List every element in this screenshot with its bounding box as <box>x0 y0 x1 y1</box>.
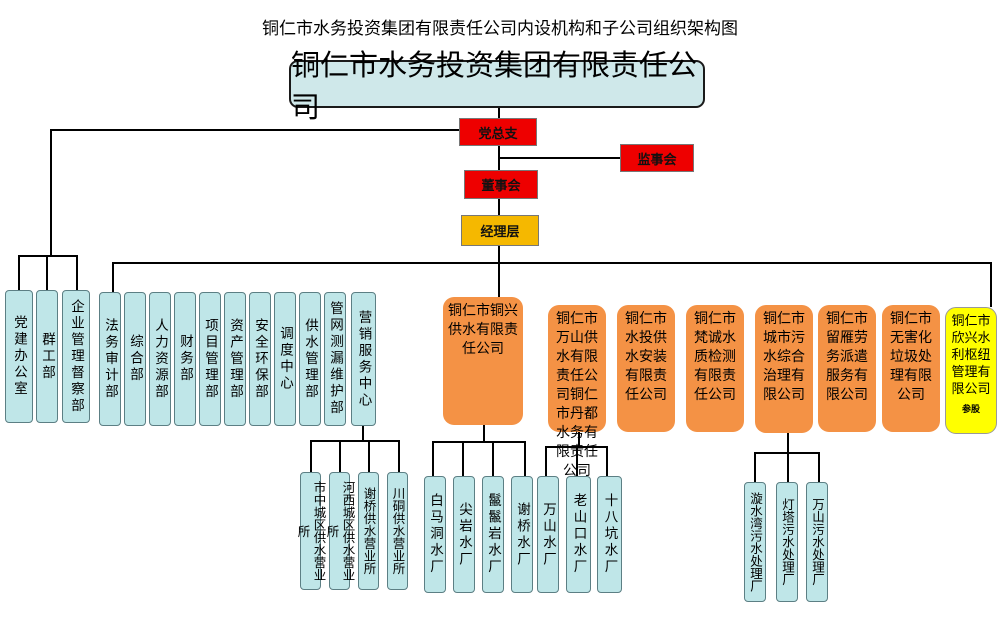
department: 调度中心 <box>274 292 296 426</box>
connector <box>362 426 364 441</box>
party-unit: 群工部 <box>36 290 58 423</box>
connector <box>483 425 485 442</box>
service-station: 市中城区供水营业所 <box>296 472 327 590</box>
board-of-directors-box: 董事会 <box>464 170 538 199</box>
connector <box>545 446 547 476</box>
subsidiary-wanshan-danshui: 铜仁市万山供水有限责任公司铜仁市丹都水务有限责任公司 <box>548 305 606 479</box>
service-station: 河西城区供水营业所 <box>325 472 356 590</box>
connector <box>339 440 341 472</box>
connector-supervisory <box>498 157 621 159</box>
connector <box>818 452 820 482</box>
connector <box>990 262 992 307</box>
water-plant: 老山口水厂 <box>566 476 591 593</box>
water-plant: 谢桥水厂 <box>511 476 533 593</box>
service-station: 谢桥供水营业所 <box>358 472 379 590</box>
connector-main-bus <box>112 262 992 264</box>
root-company: 铜仁市水务投资集团有限责任公司 <box>289 48 705 124</box>
connector <box>787 433 789 453</box>
subsidiary-wanshan: 铜仁市万山供水有限责任公司 <box>556 311 598 403</box>
connector <box>524 441 526 476</box>
department: 项目管理部 <box>199 292 221 426</box>
connector-party-branch <box>50 129 460 131</box>
water-plant: 鬣鬣岩水厂 <box>482 476 504 593</box>
subsidiary-fancheng: 铜仁市梵诚水质检测有限责任公司 <box>686 305 744 432</box>
management-box: 经理层 <box>461 215 539 246</box>
subsidiary-sewage: 铜仁市城市污水综合治理有限公司 <box>755 305 813 433</box>
water-plant: 尖岩水厂 <box>453 476 475 593</box>
connector <box>368 440 370 472</box>
department: 财务部 <box>174 292 196 426</box>
water-plant: 十八坑水厂 <box>597 476 622 593</box>
supervisory-board-box: 监事会 <box>620 144 694 172</box>
connector <box>578 432 580 447</box>
sewage-plant: 万山污水处理厂 <box>806 482 828 602</box>
department: 法务审计部 <box>99 292 121 426</box>
department: 人力资源部 <box>149 292 171 426</box>
connector <box>462 441 464 476</box>
subsidiary-tongxing: 铜仁市铜兴供水有限责任公司 <box>443 297 523 425</box>
party-unit: 党建办公室 <box>5 290 33 423</box>
connector <box>398 440 400 472</box>
party-branch-box: 党总支 <box>459 118 537 146</box>
connector-stations <box>310 440 400 442</box>
chart-title: 铜仁市水务投资集团有限责任公司内设机构和子公司组织架构图 <box>262 19 738 39</box>
connector <box>498 262 500 297</box>
connector-tongxing-plants <box>432 441 526 443</box>
connector <box>787 452 789 482</box>
connector <box>46 255 48 290</box>
subsidiary-xinxing: 铜仁市欣兴水利枢纽管理有限公司 参股 <box>945 307 997 434</box>
department: 综合部 <box>124 292 146 426</box>
subsidiary-waste: 铜仁市无害化垃圾处理有限公司 <box>882 305 940 432</box>
department: 供水管理部 <box>299 292 321 426</box>
subsidiary-liuyan: 铜仁市留雁劳务派遣服务有限公司 <box>818 305 876 432</box>
department-marketing: 营销服务中心 <box>351 292 376 426</box>
connector <box>606 446 608 476</box>
service-station: 川硐供水营业所 <box>387 472 408 590</box>
water-plant: 万山水厂 <box>537 476 559 593</box>
connector <box>492 441 494 476</box>
connector <box>112 262 114 292</box>
sewage-plant: 漩水湾污水处理厂 <box>744 482 766 602</box>
connector <box>754 452 756 482</box>
connector <box>498 199 500 215</box>
connector <box>498 108 500 118</box>
connector <box>310 440 312 472</box>
party-unit: 企业管理督察部 <box>62 290 90 423</box>
connector-party-units <box>18 255 78 257</box>
sewage-plant: 灯塔污水处理厂 <box>776 482 798 602</box>
connector <box>498 246 500 263</box>
connector <box>76 255 78 290</box>
equity-participation-badge: 参股 <box>961 405 980 415</box>
connector <box>576 446 578 476</box>
connector <box>18 255 20 290</box>
subsidiary-xinxing-name: 铜仁市欣兴水利枢纽管理有限公司 <box>951 314 991 397</box>
water-plant: 白马洞水厂 <box>424 476 446 593</box>
department: 资产管理部 <box>224 292 246 426</box>
subsidiary-dandu: 铜仁市丹都水务有限责任公司 <box>556 387 598 479</box>
connector <box>432 441 434 476</box>
department: 安全环保部 <box>249 292 271 426</box>
subsidiary-shuitou: 铜仁市水投供水安装有限责任公司 <box>617 305 675 432</box>
department: 管网测漏维护部 <box>324 292 346 426</box>
connector <box>50 129 52 256</box>
